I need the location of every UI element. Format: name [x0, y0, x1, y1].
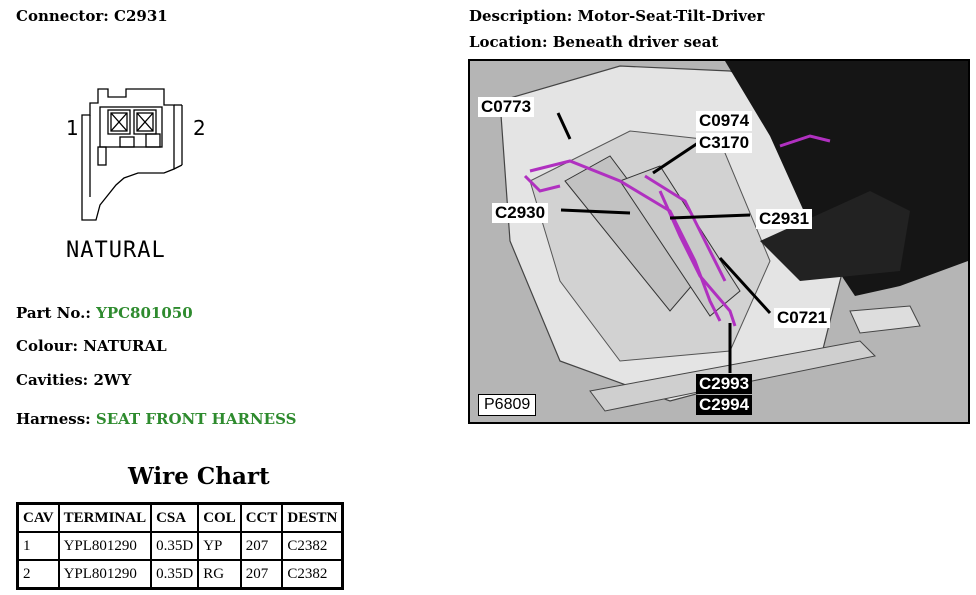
- callout-c3170: C3170: [696, 133, 753, 153]
- pin-2-label: 2: [193, 116, 206, 140]
- callout-c0974: C0974: [696, 111, 753, 131]
- table-row: 1 YPL801290 0.35D YP 207 C2382: [16, 531, 344, 561]
- wire-chart-table: CAV TERMINAL CSA COL CCT DESTN 1 YPL8012…: [16, 502, 345, 590]
- table-cell: YP: [197, 531, 242, 561]
- column-header: DESTN: [281, 502, 344, 533]
- connector-value: C2931: [114, 7, 168, 25]
- table-cell: 1: [16, 531, 60, 561]
- pin-1-label: 1: [66, 116, 79, 140]
- figure-code: P6809: [478, 394, 537, 416]
- column-header: CCT: [239, 502, 284, 533]
- cavities-label: Cavities:: [16, 371, 89, 389]
- table-cell: 207: [239, 531, 284, 561]
- connector-face-drawing: 1 2: [66, 88, 206, 221]
- connector-line: Connector: C2931: [16, 7, 168, 25]
- table-cell: C2382: [281, 531, 344, 561]
- description-value: Motor-Seat-Tilt-Driver: [577, 7, 765, 25]
- location-photo: C0773 C0974 C3170 C2930 C2931 C0721 C299…: [468, 59, 970, 424]
- callout-c2993: C2993: [696, 374, 753, 394]
- cavities-line: Cavities: 2WY: [16, 371, 131, 389]
- description-label: Description:: [469, 7, 573, 25]
- colour-value: NATURAL: [83, 337, 167, 355]
- column-header: CAV: [16, 502, 60, 533]
- cavities-value: 2WY: [93, 371, 132, 389]
- column-header: CSA: [150, 502, 200, 533]
- colour-label: Colour:: [16, 337, 78, 355]
- harness-link[interactable]: SEAT FRONT HARNESS: [95, 410, 297, 428]
- colour-line: Colour: NATURAL: [16, 337, 167, 355]
- callout-c0773: C0773: [478, 97, 535, 117]
- callout-c2931: C2931: [756, 209, 813, 229]
- wire-chart-title: Wire Chart: [128, 463, 270, 490]
- connector-label: Connector:: [16, 7, 109, 25]
- table-cell: C2382: [281, 559, 344, 590]
- location-value: Beneath driver seat: [552, 33, 719, 51]
- callout-c2930: C2930: [492, 203, 549, 223]
- harness-line: Harness: SEAT FRONT HARNESS: [16, 410, 296, 428]
- part-number-line: Part No.: YPC801050: [16, 304, 193, 322]
- table-cell: YPL801290: [57, 531, 153, 561]
- part-number-label: Part No.:: [16, 304, 91, 322]
- location-label: Location:: [469, 33, 548, 51]
- table-cell: RG: [197, 559, 242, 590]
- column-header: COL: [197, 502, 242, 533]
- table-cell: 207: [239, 559, 284, 590]
- table-cell: YPL801290: [57, 559, 153, 590]
- harness-label: Harness:: [16, 410, 91, 428]
- table-row: 2 YPL801290 0.35D RG 207 C2382: [16, 559, 344, 590]
- table-cell: 2: [16, 559, 60, 590]
- connector-colour-caption: NATURAL: [66, 238, 166, 263]
- location-line: Location: Beneath driver seat: [469, 33, 718, 51]
- part-number-link[interactable]: YPC801050: [96, 304, 193, 322]
- table-cell: 0.35D: [150, 531, 200, 561]
- table-cell: 0.35D: [150, 559, 200, 590]
- column-header: TERMINAL: [57, 502, 153, 533]
- callout-c0721: C0721: [774, 308, 831, 328]
- table-header-row: CAV TERMINAL CSA COL CCT DESTN: [16, 502, 344, 533]
- callout-c2994: C2994: [696, 395, 753, 415]
- description-line: Description: Motor-Seat-Tilt-Driver: [469, 7, 764, 25]
